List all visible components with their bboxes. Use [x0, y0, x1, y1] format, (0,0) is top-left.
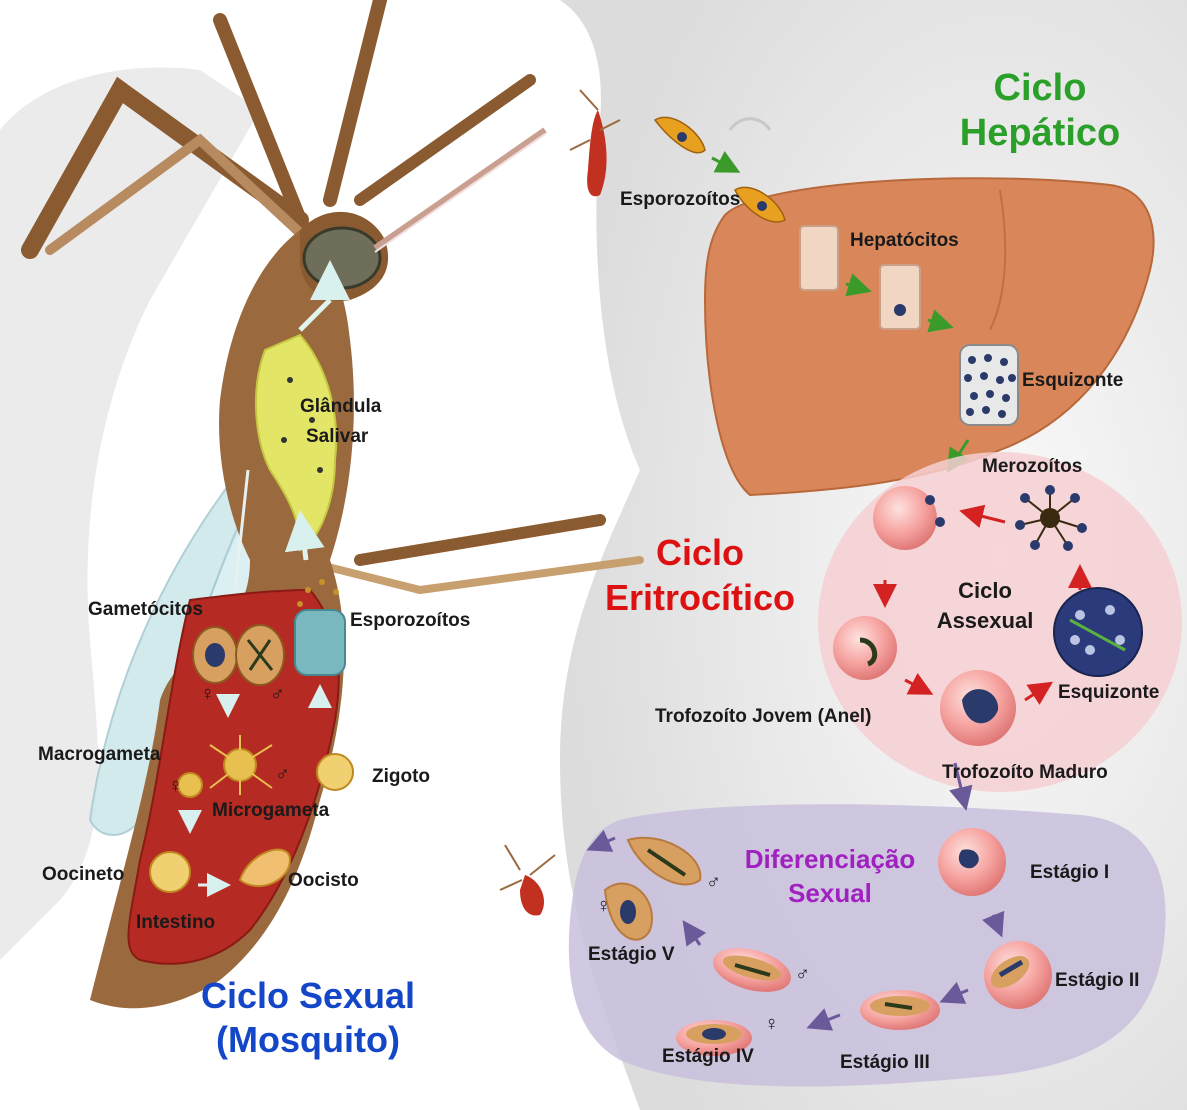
rbc-ring-trophozoite	[833, 616, 897, 680]
label-intestino: Intestino	[136, 912, 215, 933]
mosquito-eye	[304, 228, 380, 288]
hepatocyte-1	[800, 226, 838, 290]
label-microgameta: Microgameta	[212, 800, 330, 821]
blood-schizont	[1054, 588, 1142, 676]
label-esporozoitos-mosq: Esporozoítos	[350, 610, 470, 631]
label-estagio-1: Estágio I	[1030, 862, 1109, 883]
label-trofozoito-jovem: Trofozoíto Jovem (Anel)	[655, 706, 871, 727]
label-esquizonte-blood: Esquizonte	[1058, 682, 1159, 703]
label-zigoto: Zigoto	[372, 766, 430, 787]
title-asexual-line1: Ciclo	[958, 578, 1012, 603]
female-symbol-gametocyte: ♀	[200, 683, 215, 705]
stage-1-cell	[938, 828, 1006, 896]
label-hepatocitos: Hepatócitos	[850, 230, 959, 251]
label-estagio-5: Estágio V	[588, 944, 675, 965]
female-symbol-stage5: ♀	[596, 895, 611, 917]
zigoto-drawing	[317, 754, 353, 790]
gametocyte-female	[193, 627, 237, 683]
title-erythro-line2: Eritrocítico	[605, 577, 795, 618]
label-glandula-1: Glândula	[300, 396, 382, 417]
label-esporozoitos-human: Esporozoítos	[620, 189, 740, 210]
stage-2-cell	[984, 941, 1052, 1009]
male-symbol-stage4: ♂	[795, 963, 810, 985]
label-glandula-2: Salivar	[306, 426, 369, 447]
proboscis	[375, 130, 545, 248]
stage-3-cell	[860, 990, 940, 1030]
label-esquizonte-liver: Esquizonte	[1022, 370, 1123, 391]
oocineto-drawing	[150, 852, 190, 892]
title-diff-line2: Sexual	[788, 878, 872, 908]
male-symbol-stage5: ♂	[706, 871, 721, 893]
male-symbol-gametocyte: ♂	[270, 683, 285, 705]
label-trofozoito-maduro: Trofozoíto Maduro	[942, 762, 1108, 783]
male-symbol-microgameta: ♂	[275, 763, 290, 785]
female-symbol-stage4: ♀	[764, 1013, 779, 1035]
mosquito-feeding-bottom	[500, 845, 555, 916]
rbc-mature-trophozoite	[940, 670, 1016, 746]
label-estagio-4: Estágio IV	[662, 1046, 754, 1067]
gametocyte-male	[236, 625, 284, 685]
label-gametocitos: Gametócitos	[88, 599, 203, 620]
label-macrogameta: Macrogameta	[38, 744, 161, 765]
label-merozoitos: Merozoítos	[982, 456, 1082, 477]
liver-schizont	[960, 345, 1018, 425]
title-sexual-line2: (Mosquito)	[216, 1019, 400, 1060]
female-symbol-macrogameta: ♀	[168, 775, 183, 797]
proboscis-inner	[375, 134, 545, 252]
title-diff-line1: Diferenciação	[745, 844, 916, 874]
title-asexual-line2: Assexual	[937, 608, 1034, 633]
title-hepatic-line1: Ciclo	[994, 67, 1087, 109]
hepatocyte-2	[880, 265, 920, 329]
label-oocineto: Oocineto	[42, 864, 124, 885]
title-erythro-line1: Ciclo	[656, 532, 744, 573]
title-hepatic-line2: Hepático	[960, 112, 1120, 154]
label-oocisto: Oocisto	[288, 870, 359, 891]
title-sexual-line1: Ciclo Sexual	[201, 975, 415, 1016]
label-estagio-2: Estágio II	[1055, 970, 1139, 991]
label-estagio-3: Estágio III	[840, 1052, 930, 1073]
